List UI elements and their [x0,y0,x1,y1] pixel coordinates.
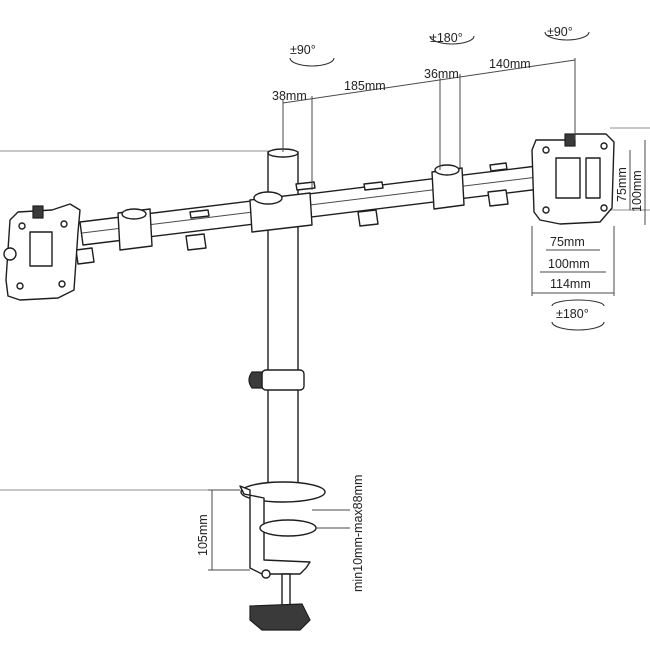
center-joint-cap [253,191,283,205]
label-right-tilt: ±90° [547,25,573,39]
desk-clamp [239,481,326,631]
reference-lines [0,127,650,491]
rotation-arc-center-swivel [429,35,475,45]
label-dim-36mm: 36mm [424,67,459,81]
left-plate-hub [3,247,17,261]
arm-bar-midline [81,175,547,234]
arm-dim-main-line [282,59,576,104]
labels: ±90° ±180° ±90° ±180° 38mm 185mm 36mm 14… [196,25,644,592]
arm-dimension-lines [282,58,576,190]
label-clamp-height: 105mm [196,514,210,556]
clamp-handle [249,603,311,631]
cable-clip-8 [75,247,95,265]
label-vesa-v75: 75mm [615,167,629,202]
left-plate-slot [29,231,53,267]
collar-knob [248,371,263,389]
right-plate-hole-2 [600,142,608,150]
right-plate-slot-left [555,157,581,199]
label-vesa-h100: 100mm [548,257,590,271]
label-dim-38mm: 38mm [272,89,307,103]
left-vesa-plate [3,203,81,301]
left-tilt-knob [32,205,44,219]
cable-clip-5 [487,189,509,207]
label-vesa-v100: 100mm [630,170,644,212]
left-plate-hole-2 [60,220,68,228]
left-elbow-cap [121,208,147,220]
cable-clip-3 [357,209,379,227]
rotation-arc-left-swivel [289,57,335,67]
label-left-arm-swivel: ±90° [290,43,316,57]
left-plate-hole-4 [58,280,66,288]
clamp-jaw-plate [259,519,317,537]
label-dim-140mm: 140mm [489,57,531,71]
label-center-arm-swivel: ±180° [430,31,463,45]
right-tilt-knob [564,133,576,147]
right-plate-slot-right [585,157,601,199]
right-elbow-cap [434,164,460,176]
rotation-arc-right-rotate-top [551,299,605,307]
height-collar [261,369,305,391]
label-dim-185mm: 185mm [344,79,386,93]
cable-clip-7 [295,181,316,191]
clamp-body [239,485,311,575]
clamp-screw [281,573,291,607]
left-plate-hole-1 [18,222,26,230]
arm-assembly [75,162,549,265]
rotation-arc-right-rotate [551,321,605,331]
label-clamp-range: min10mm-max88mm [351,475,365,592]
label-vesa-h75: 75mm [550,235,585,249]
right-vesa-plate [531,133,615,225]
right-plate-hole-4 [600,204,608,212]
vesa-dimension-lines [531,140,646,296]
clamp-bolt [261,569,271,579]
right-plate-hole-1 [542,146,550,154]
rotation-indicators [289,31,605,331]
rotation-arc-right-tilt [544,31,590,41]
label-vesa-h114: 114mm [550,277,591,291]
clamp-dimension-lines [208,489,350,571]
label-right-rotate: ±180° [556,307,589,321]
cable-clip-6 [489,162,508,172]
cable-clip-1 [185,233,207,251]
cable-clip-4 [363,181,384,191]
left-plate-hole-3 [16,282,24,290]
cable-clip-2 [189,209,210,219]
right-plate-hole-3 [542,206,550,214]
